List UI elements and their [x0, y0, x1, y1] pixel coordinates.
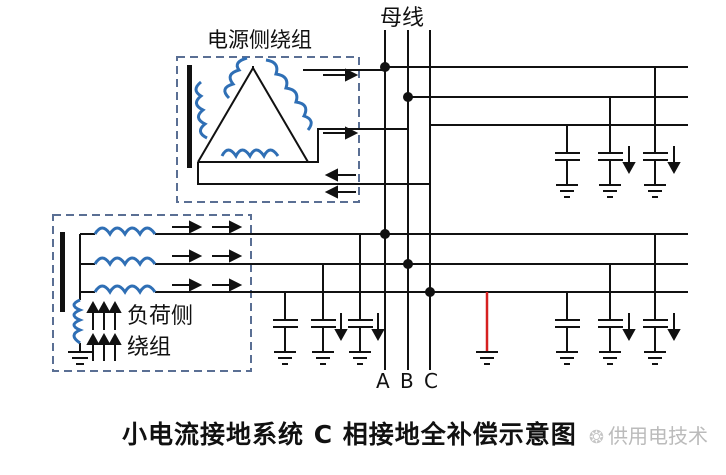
wechat-icon: ❂ — [588, 427, 604, 448]
inductor-coil-icon — [72, 226, 157, 345]
upper-junctions — [380, 62, 413, 102]
arrow-right-icon — [345, 68, 359, 82]
bus-label: 母线 — [380, 6, 425, 31]
capacitor-icon — [598, 97, 636, 198]
arrow-right-icon — [189, 278, 203, 292]
load-up-arrows — [86, 300, 122, 361]
source-leads — [197, 66, 430, 185]
arrow-right-icon — [229, 220, 243, 234]
bus-bars — [384, 30, 431, 370]
source-current-arrows — [323, 68, 359, 199]
phase-a-label: A — [376, 369, 390, 393]
upper-feeder — [385, 66, 688, 126]
arrow-right-icon — [189, 220, 203, 234]
arrow-right-icon — [345, 126, 359, 140]
source-core-bar — [187, 65, 192, 168]
load-winding-label-line2: 绕组 — [127, 335, 172, 360]
lower-right-capacitors — [555, 234, 681, 365]
arrow-right-icon — [229, 278, 243, 292]
fault-ground — [476, 292, 498, 365]
arrow-left-icon — [324, 185, 338, 199]
phase-b-label: B — [400, 369, 414, 393]
lower-left-capacitors — [273, 234, 385, 365]
diagram-caption: 小电流接地系统 C 相接地全补偿示意图 — [122, 420, 577, 449]
delta-coils — [194, 56, 313, 159]
capacitor-icon — [643, 67, 681, 198]
capacitor-icon — [555, 292, 580, 365]
load-current-arrows — [172, 220, 243, 292]
capacitor-icon — [348, 234, 385, 365]
arrow-left-icon — [324, 168, 338, 182]
upper-capacitors — [555, 67, 681, 198]
capacitor-icon — [598, 264, 636, 365]
load-leads — [79, 233, 430, 352]
capacitor-icon — [555, 125, 580, 198]
arrow-right-icon — [189, 249, 203, 263]
capacitor-icon — [311, 264, 348, 365]
ground-icon — [68, 351, 92, 365]
watermark-text: 供用电技术 — [608, 424, 708, 448]
source-winding-label: 电源侧绕组 — [207, 28, 312, 52]
capacitor-icon — [273, 292, 298, 365]
load-winding-label-line1: 负荷侧 — [127, 304, 194, 329]
arrow-right-icon — [229, 249, 243, 263]
phase-c-label: C — [424, 369, 438, 393]
watermark: ❂供用电技术 — [589, 420, 708, 449]
delta-winding-icon — [197, 66, 310, 163]
load-core-bar — [60, 232, 65, 312]
lower-feeder — [385, 233, 688, 293]
capacitor-icon — [643, 234, 681, 365]
